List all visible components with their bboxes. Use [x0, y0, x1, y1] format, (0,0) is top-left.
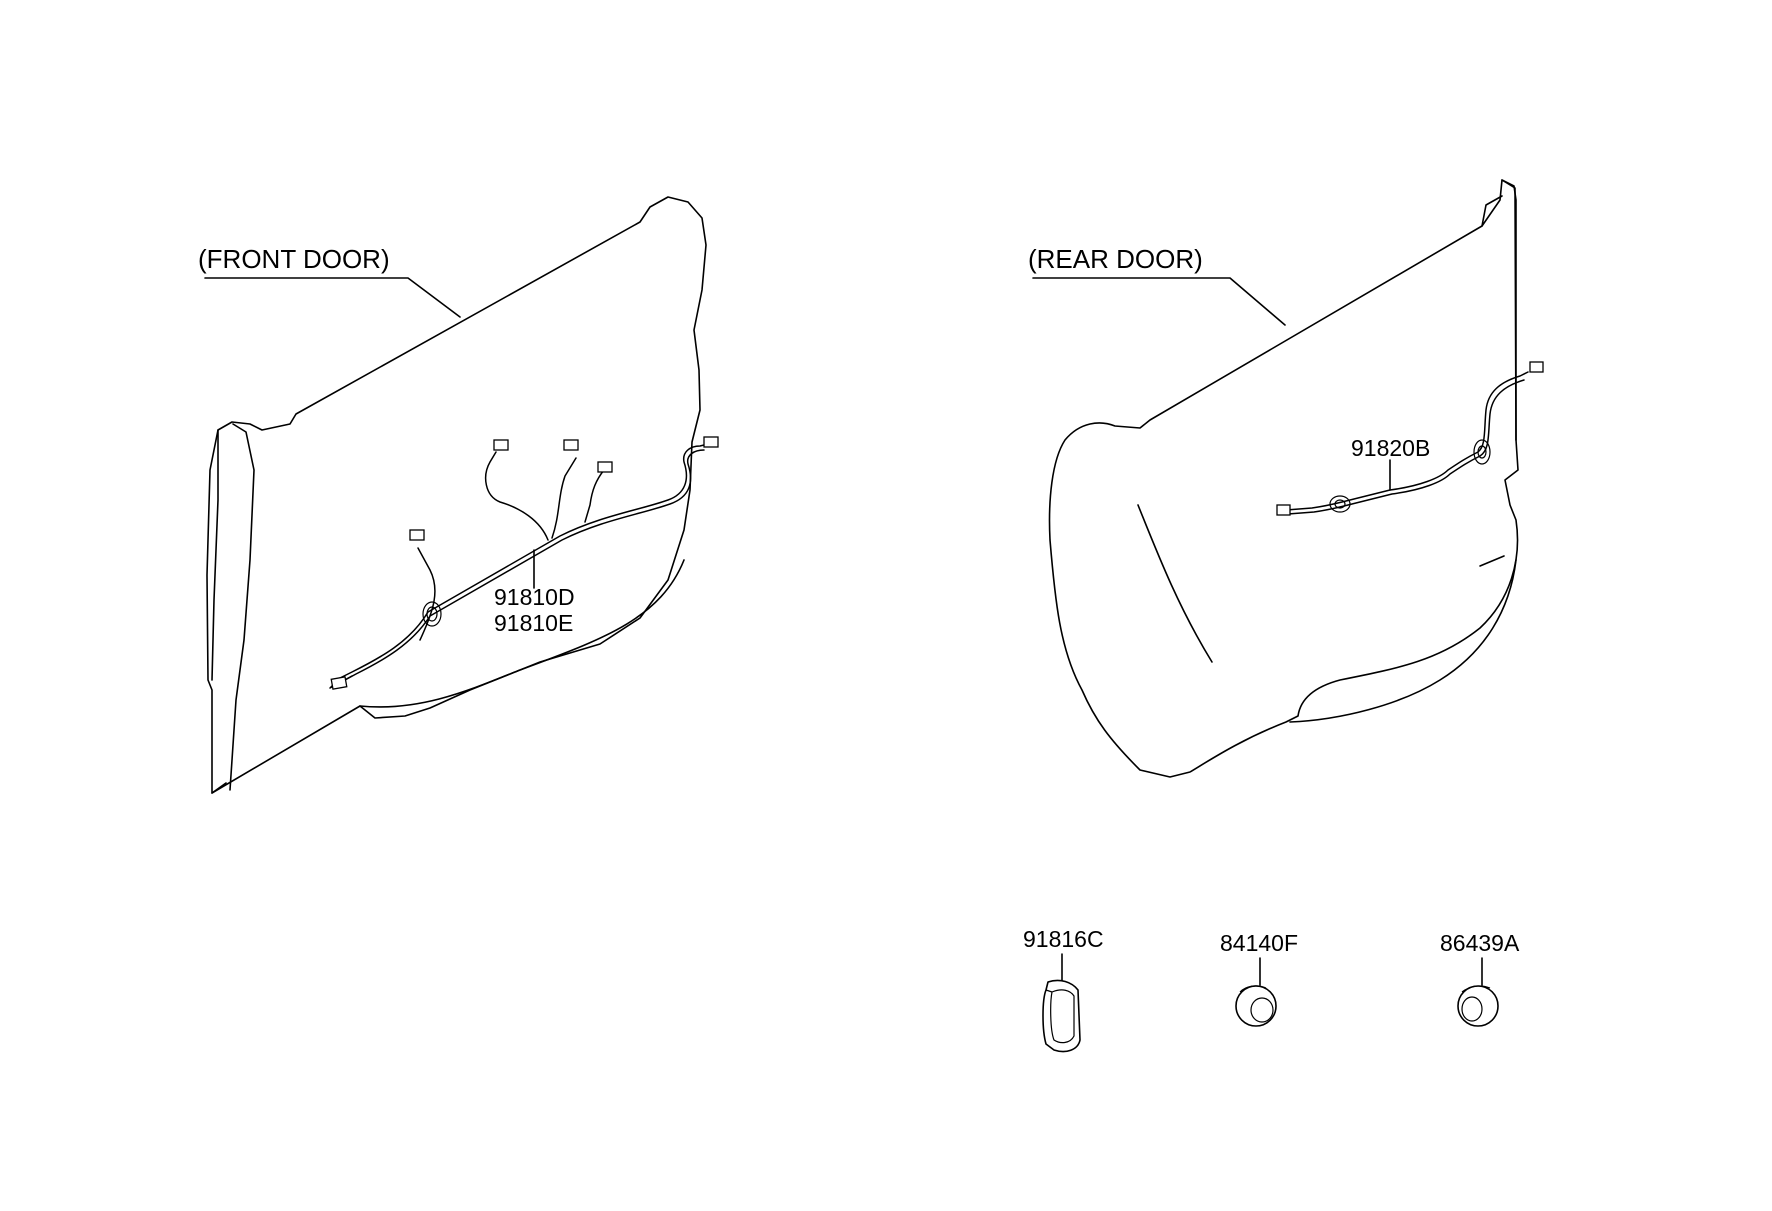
- part-label-91816c: 91816C: [1023, 926, 1104, 952]
- rear-door-title-group: (REAR DOOR): [1028, 244, 1286, 326]
- round-plug-icon: [1235, 985, 1277, 1027]
- loose-part-91816c: 91816C: [1023, 926, 1104, 1053]
- part-label-91810d: 91810D: [494, 584, 575, 610]
- round-plug-icon: [1457, 985, 1499, 1027]
- rear-door-title: (REAR DOOR): [1028, 244, 1203, 274]
- rear-door-wiring-harness: 91820B: [1276, 361, 1544, 516]
- part-label-91820b: 91820B: [1351, 435, 1430, 461]
- part-label-86439a: 86439A: [1440, 930, 1520, 956]
- oval-grommet-icon: [1042, 979, 1081, 1053]
- front-door-wiring-harness: 91810D 91810E: [329, 436, 719, 690]
- rear-door-panel: [1048, 179, 1519, 778]
- front-door-title: (FRONT DOOR): [198, 244, 390, 274]
- front-door-panel: [206, 196, 707, 794]
- part-label-91810e: 91810E: [494, 610, 573, 636]
- front-door-title-group: (FRONT DOOR): [198, 244, 461, 318]
- part-label-84140f: 84140F: [1220, 930, 1298, 956]
- loose-part-84140f: 84140F: [1220, 930, 1298, 1027]
- loose-part-86439a: 86439A: [1440, 930, 1520, 1027]
